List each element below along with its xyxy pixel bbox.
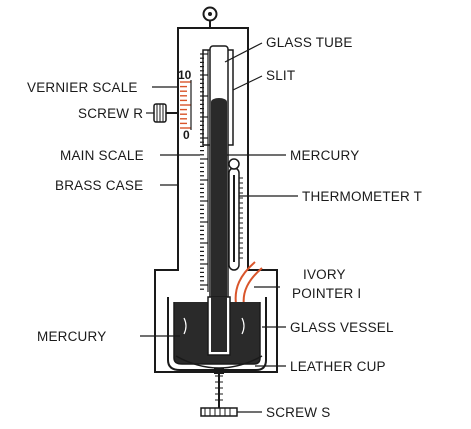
- label-mercury-bottom: MERCURY: [37, 329, 106, 344]
- label-leather-cup: LEATHER CUP: [290, 359, 386, 374]
- label-mercury-top: MERCURY: [290, 148, 359, 163]
- thermometer-ticks: [239, 177, 243, 259]
- leather-cup: [175, 355, 263, 374]
- label-screw-r: SCREW R: [78, 106, 143, 121]
- screw-r-knob: [153, 103, 178, 123]
- glass-vessel: [167, 296, 267, 371]
- suspension-ring: [202, 6, 218, 28]
- label-brass-case: BRASS CASE: [55, 178, 143, 193]
- mercury-column: [211, 102, 227, 342]
- label-vernier-scale: VERNIER SCALE: [27, 80, 138, 95]
- leader-lines: [140, 42, 298, 413]
- screw-s: [200, 372, 238, 417]
- label-main-scale: MAIN SCALE: [60, 148, 144, 163]
- label-slit: SLIT: [266, 68, 295, 83]
- vernier-scale: [180, 80, 192, 130]
- label-thermometer: THERMOMETER T: [302, 189, 422, 204]
- label-glass-vessel: GLASS VESSEL: [290, 320, 394, 335]
- vernier-number-top: 10: [178, 68, 192, 82]
- label-ivory: IVORY: [303, 267, 346, 282]
- brass-case-outline: [154, 27, 278, 373]
- ivory-pointer: [234, 261, 263, 307]
- vernier-number-bottom: 0: [183, 128, 190, 142]
- label-glass-tube: GLASS TUBE: [266, 35, 353, 50]
- thermometer: [228, 158, 240, 271]
- main-scale: [200, 50, 209, 292]
- label-pointer: POINTER I: [292, 286, 361, 301]
- label-screw-s: SCREW S: [266, 405, 330, 420]
